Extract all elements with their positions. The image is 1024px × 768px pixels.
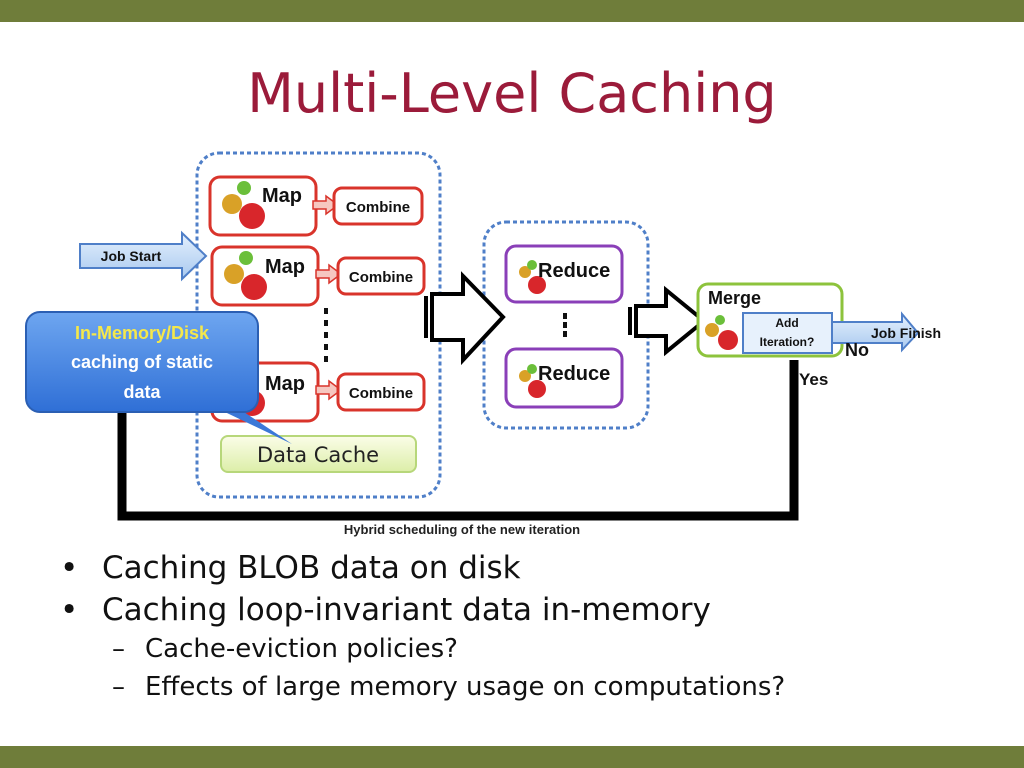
dash-icon: – [112,634,125,664]
slide-title: Multi-Level Caching [247,62,777,125]
job-finish-label: Job Finish [871,325,941,341]
add-iteration-box: Add Iteration? [742,312,833,354]
sub-bullet-text: Effects of large memory usage on computa… [145,672,786,702]
combine-label: Combine [349,269,413,286]
job-finish-arrow: Job Finish [829,311,941,353]
add-iteration-line1: Add [775,316,798,330]
bullet-dot-icon: • [60,592,79,628]
map-task: Map [210,245,320,307]
map-to-combine-arrow [312,194,340,216]
feedback-loop [117,360,799,521]
reduce-label: Reduce [538,260,610,282]
reduce-task: Reduce [504,244,624,304]
map-label: Map [265,373,305,395]
gears-icon [222,181,265,229]
yes-label: Yes [799,370,828,389]
combine-task: Combine [336,372,426,412]
map-to-combine-arrow [315,379,343,401]
hybrid-scheduling-caption: Hybrid scheduling of the new iteration [344,522,580,537]
gears-icon [224,251,267,300]
map-task: Map [208,175,318,237]
reduce-group-container [482,220,650,430]
reduce-label: Reduce [538,363,610,385]
bullet-item: • Caching loop-invariant data in-memory [60,592,785,628]
gears-icon [705,315,738,350]
bullet-dot-icon: • [60,550,79,586]
callout-line3: data [123,382,161,402]
map-to-combine-arrow [315,263,343,285]
bullet-item: • Caching BLOB data on disk [60,550,785,586]
callout-line2: caching of static [71,352,213,372]
bullet-text: Caching BLOB data on disk [102,550,521,586]
bottom-band [0,746,1024,768]
combine-task: Combine [332,186,424,226]
sub-bullet-text: Cache-eviction policies? [145,634,458,664]
bullet-text: Caching loop-invariant data in-memory [102,592,711,628]
sub-bullet-item: – Cache-eviction policies? [60,634,785,664]
bullet-list: • Caching BLOB data on disk • Caching lo… [60,550,785,710]
top-band [0,0,1024,22]
map-label: Map [265,256,305,278]
sub-bullet-item: – Effects of large memory usage on compu… [60,672,785,702]
job-start-arrow: Job Start [79,230,208,282]
combine-task: Combine [336,256,426,296]
map-group-container [195,151,442,499]
add-iteration-line2: Iteration? [760,335,815,349]
map-to-reduce-arrow [424,271,506,366]
reduce-to-merge-arrow [628,285,708,357]
job-start-label: Job Start [101,248,162,264]
no-label: No [845,340,869,360]
gears-icon [519,364,546,398]
map-label: Map [262,185,302,207]
reduce-task: Reduce [504,347,624,409]
map-ellipsis [324,308,328,362]
data-cache-label: Data Cache [257,443,379,467]
merge-label: Merge [708,288,761,308]
gears-icon [519,260,546,294]
reduce-ellipsis [563,313,567,337]
data-cache-box: Data Cache [220,435,417,473]
callout-line1: In-Memory/Disk [75,323,210,343]
dash-icon: – [112,672,125,702]
combine-label: Combine [349,385,413,402]
combine-label: Combine [346,199,410,216]
caching-callout: In-Memory/Disk caching of static data [25,311,292,444]
